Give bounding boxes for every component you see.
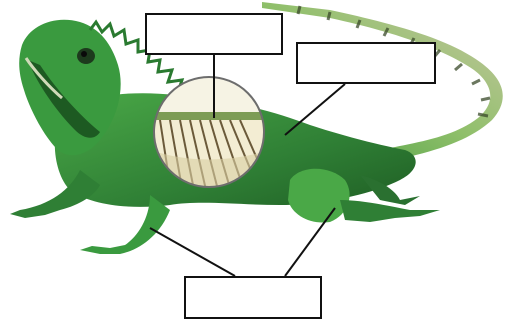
- label-box-right[interactable]: [296, 42, 436, 84]
- label-box-top[interactable]: [145, 13, 283, 55]
- hind-foot: [340, 200, 440, 222]
- label-box-bottom[interactable]: [184, 276, 322, 319]
- leader-line-bottom-left: [150, 228, 235, 276]
- hind-leg-upper: [288, 169, 350, 223]
- front-leg-left: [10, 170, 100, 218]
